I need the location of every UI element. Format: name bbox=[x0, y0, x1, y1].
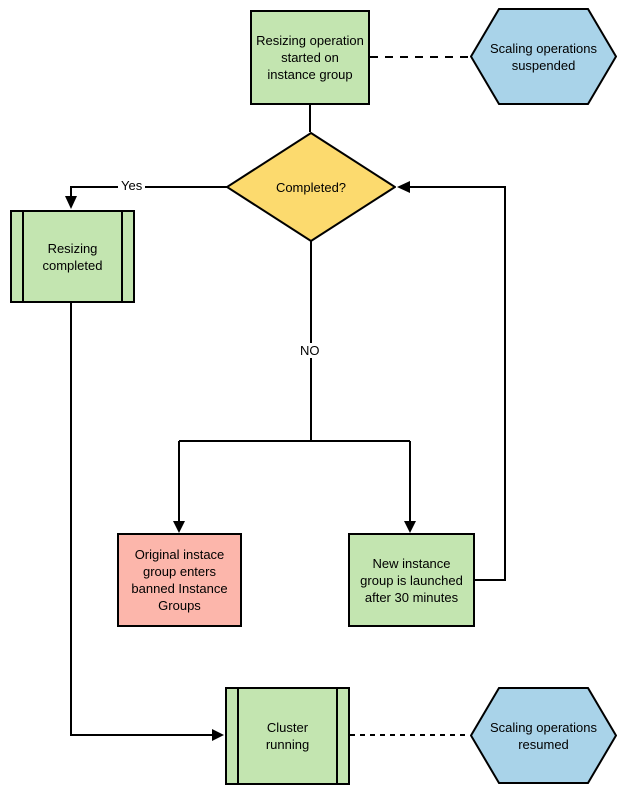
arrowhead-cluster-right bbox=[212, 729, 224, 741]
label-line: running bbox=[265, 737, 310, 752]
arrowhead-yes-down bbox=[65, 196, 77, 209]
diamond-shape bbox=[226, 132, 396, 242]
node-banned-instance-groups-label: Original instace group enters banned Ins… bbox=[131, 546, 227, 614]
label-line: Original instace bbox=[134, 547, 225, 562]
label-line: Resizing bbox=[47, 240, 98, 256]
hexagon-polygon bbox=[470, 8, 617, 105]
label-line: Groups bbox=[158, 598, 201, 613]
label-line: New instance bbox=[372, 555, 451, 571]
predefined-bar-left bbox=[22, 212, 24, 301]
node-scaling-resumed-label: Scaling operations resumed bbox=[490, 719, 597, 753]
connector-newgroup-to-decision bbox=[409, 186, 506, 581]
node-scaling-suspended-label: Scaling operations suspended bbox=[490, 40, 597, 74]
hexagon-shape bbox=[470, 8, 617, 105]
node-cluster-running: Cluster running bbox=[225, 687, 350, 785]
label-line: Completed? bbox=[275, 179, 347, 195]
diamond-polygon bbox=[226, 132, 396, 242]
node-scaling-resumed: Scaling operations resumed bbox=[470, 687, 617, 784]
hexagon-polygon bbox=[470, 687, 617, 784]
predefined-bar-right bbox=[121, 212, 123, 301]
arrowhead-decision-left bbox=[397, 181, 410, 193]
label-line: Cluster bbox=[266, 720, 309, 735]
predefined-bar-right bbox=[336, 689, 338, 783]
edge-label-no: NO bbox=[297, 343, 323, 358]
label-line: after 30 minutes bbox=[364, 589, 459, 605]
predefined-bar-left bbox=[237, 689, 239, 783]
edge-label-yes: Yes bbox=[118, 178, 146, 193]
node-completed-decision: Completed? bbox=[226, 132, 396, 242]
node-cluster-running-label: Cluster running bbox=[266, 719, 309, 753]
label-line: group is launched bbox=[360, 572, 463, 588]
node-scaling-suspended: Scaling operations suspended bbox=[470, 8, 617, 105]
label-line: banned Instance bbox=[131, 581, 228, 596]
label-line: group enters bbox=[142, 564, 216, 579]
connector-resizing-to-cluster bbox=[70, 303, 212, 736]
node-resizing-completed-label: Resizing completed bbox=[43, 240, 103, 274]
node-new-instance-group-label: New instance group is launched after 30 … bbox=[360, 555, 463, 606]
node-banned-instance-groups: Original instace group enters banned Ins… bbox=[117, 533, 242, 627]
node-resizing-started: Resizing operation started on instance g… bbox=[250, 10, 370, 105]
label-line: instance group bbox=[267, 67, 353, 82]
node-new-instance-group: New instance group is launched after 30 … bbox=[348, 533, 475, 627]
arrowhead-banned-down bbox=[173, 521, 185, 533]
label-line: suspended bbox=[511, 57, 576, 73]
label-line: Scaling operations bbox=[490, 40, 597, 56]
label-line: Scaling operations bbox=[490, 719, 597, 735]
node-completed-decision-label: Completed? bbox=[276, 179, 346, 196]
node-resizing-completed: Resizing completed bbox=[10, 210, 135, 303]
label-line: resumed bbox=[518, 736, 569, 752]
arrowhead-newgroup-down bbox=[404, 521, 416, 533]
label-line: started on bbox=[281, 50, 339, 65]
hexagon-shape bbox=[470, 687, 617, 784]
node-resizing-started-label: Resizing operation started on instance g… bbox=[256, 32, 364, 83]
label-line: completed bbox=[42, 257, 103, 273]
connector-yes bbox=[70, 186, 227, 197]
label-line: Resizing operation bbox=[256, 33, 364, 48]
